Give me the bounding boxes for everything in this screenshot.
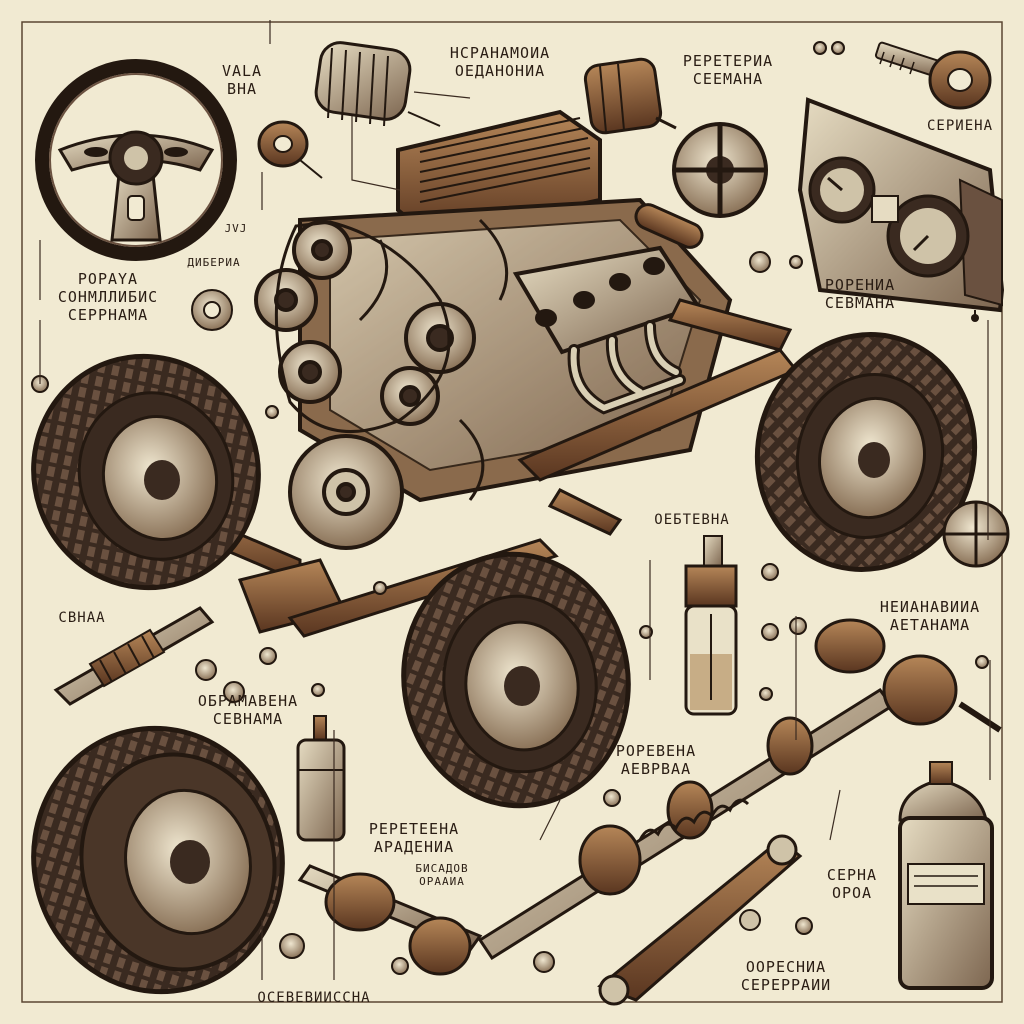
label-left-lower-line2: СЕВНАМА <box>212 710 284 728</box>
steering-wheel-icon <box>35 59 237 261</box>
frame-border <box>21 21 1003 1003</box>
fan-icon <box>942 500 1010 568</box>
bearing-roller-icon <box>583 57 677 135</box>
label-bottom-center-line2: АРАДЕНИА <box>373 838 455 856</box>
universal-joint-icon <box>297 864 483 976</box>
fan-icon <box>672 122 768 218</box>
label-jvd-line1: JVJ <box>224 222 248 235</box>
label-left-lower: ОБРАМАВЕНА СЕВНАМА <box>198 692 298 728</box>
label-bottom-small: БИСАДОВ ОРААИА <box>415 862 468 888</box>
label-vala-line2: ВНА <box>226 80 258 98</box>
oil-can-icon <box>296 715 346 842</box>
label-vala-line1: VALA <box>221 62 263 80</box>
bolt-icon <box>874 41 992 110</box>
washer-icon <box>31 41 989 975</box>
label-center-lower: РОРЕВЕНА АЕВРВАА <box>616 742 696 778</box>
pulley-small-icon <box>257 120 323 179</box>
label-upper-left: РОРАYА СОНМЛЛИБИС СЕРРНАМА <box>58 270 158 324</box>
label-center-right-line1: ОЕБТЕВНА <box>654 512 730 528</box>
label-upper-left-line1: РОРАYА <box>77 270 139 288</box>
leader-lines <box>39 20 991 980</box>
label-top-right-line1: РЕРЕТЕРИА <box>682 52 774 70</box>
label-top-center-line2: ОЕДАНОНИА <box>454 62 546 80</box>
label-vala: VALA ВНА <box>222 62 262 98</box>
label-bottom-right: ООРЕСНИА СЕРЕРРАИИ <box>741 958 831 994</box>
label-bottom-right-line2: СЕРЕРРАИИ <box>740 976 832 994</box>
label-left-spark-line1: СВНАА <box>58 610 106 626</box>
label-right-shaft: НЕИАНАВИИА АЕТАНАМА <box>880 598 980 634</box>
label-bottom-small-line1: БИСАДОВ <box>415 862 469 875</box>
label-right-shaft-line2: АЕТАНАМА <box>889 616 971 634</box>
label-can-right: СЕРНА ОРОА <box>827 866 877 902</box>
label-top-right-line2: СЕЕМАНА <box>692 70 764 88</box>
wheel-icon <box>401 551 631 809</box>
label-can-right-line1: СЕРНА <box>826 866 878 884</box>
label-jvd: JVJ <box>225 222 248 235</box>
label-right-mid-line2: СЕВМАНА <box>824 294 896 312</box>
engine-icon <box>254 109 733 550</box>
label-diebia-line1: ДИБЕРИА <box>187 256 241 269</box>
control-arm-icon <box>597 834 803 1006</box>
chassis-frame-icon <box>158 298 799 638</box>
label-diebia: ДИБЕРИА <box>187 256 240 269</box>
label-bottom-small-line2: ОРААИА <box>419 875 465 888</box>
shock-absorber-icon <box>477 618 1002 961</box>
label-left-spark: СВНАА <box>58 610 105 626</box>
label-top-right: РЕРЕТЕРИА СЕЕМАНА <box>683 52 773 88</box>
gauge-cluster-icon <box>797 97 1005 322</box>
label-right-mid-line1: РОРЕНИА <box>824 276 896 294</box>
label-bottom-right-line1: ООРЕСНИА <box>745 958 827 976</box>
label-center-right: ОЕБТЕВНА <box>654 512 729 528</box>
label-dash: СЕРИЕНА <box>927 118 993 134</box>
label-right-mid: РОРЕНИА СЕВМАНА <box>825 276 895 312</box>
label-upper-left-line2: СОНМЛЛИБИС <box>57 288 159 306</box>
label-left-lower-line1: ОБРАМАВЕНА <box>197 692 299 710</box>
label-bottom-center-line1: РЕРЕТЕЕНА <box>368 820 460 838</box>
label-center-lower-line2: АЕВРВАА <box>620 760 692 778</box>
label-top-center: НСРАНАМОИА ОЕДАНОНИА <box>450 44 550 80</box>
filter-cylinder-icon <box>314 41 441 127</box>
wheel-icon <box>754 332 978 572</box>
label-bottom-left: ОСЕВЕВИИССНА <box>257 990 370 1006</box>
tyre-icon <box>31 725 285 995</box>
label-upper-left-line3: СЕРРНАМА <box>67 306 149 324</box>
wheel-icon <box>31 353 261 591</box>
label-bottom-center: РЕРЕТЕЕНА АРАДЕНИА <box>369 820 459 856</box>
label-can-right-line2: ОРОА <box>831 884 873 902</box>
label-center-lower-line1: РОРЕВЕНА <box>615 742 697 760</box>
label-bottom-left-line1: ОСЕВЕВИИССНА <box>257 990 371 1006</box>
label-dash-line1: СЕРИЕНА <box>926 118 994 134</box>
fuse-icon <box>684 535 738 716</box>
label-top-center-line1: НСРАНАМОИА <box>449 44 551 62</box>
label-right-shaft-line1: НЕИАНАВИИА <box>879 598 981 616</box>
oil-can-icon <box>898 761 994 990</box>
spark-plug-icon <box>53 606 215 706</box>
